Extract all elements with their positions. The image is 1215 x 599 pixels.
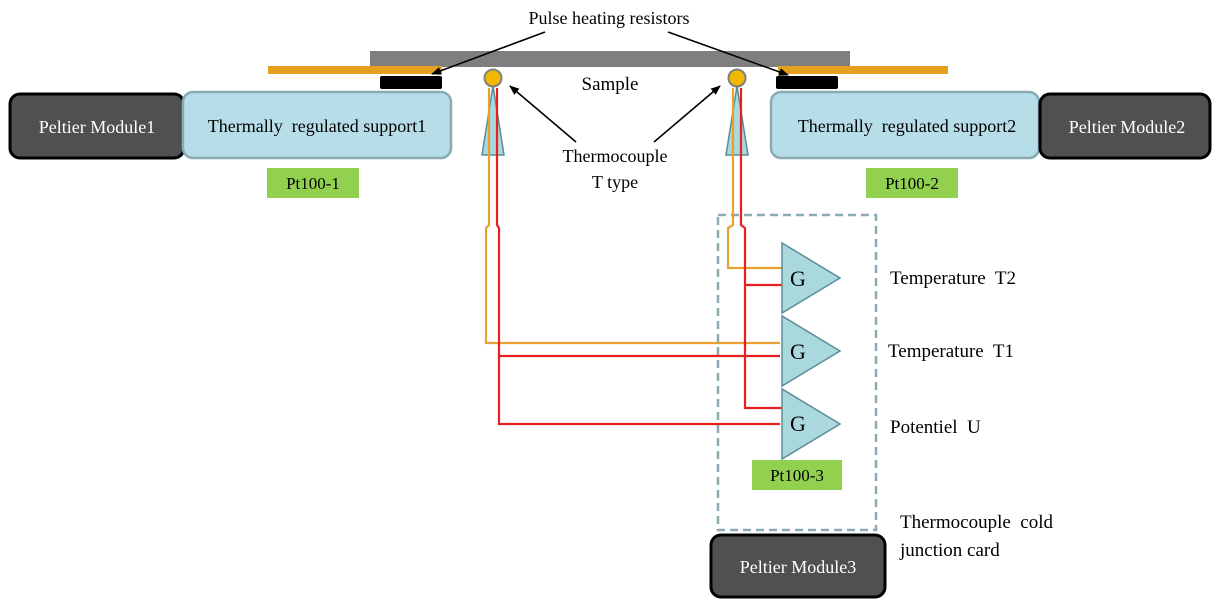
temperature-t2-label: Temperature T2 [890,268,1016,289]
pulse-heating-arrow-right [667,31,789,76]
wire-red-left [495,88,780,426]
thermocouple-label-line1: Thermocouple [563,146,668,166]
thermal-support-1-label: Thermally regulated support1 [208,116,426,136]
thermocouple-probe-right [725,85,749,156]
pt100-1-label: Pt100-1 [286,174,340,193]
pulse-heating-arrow-left [431,31,546,75]
cold-junction-label-line1: Thermocouple cold [900,512,1054,533]
amplifier-t2-symbol: G [790,266,806,291]
peltier-module-1-label: Peltier Module1 [39,117,155,137]
pt100-2-sensor [866,168,958,198]
thermal-support-2-label: Thermally regulated support2 [798,116,1016,136]
pt100-2-label: Pt100-2 [885,174,939,193]
thermocouple-label-line2: T type [592,172,638,192]
wire-red-right [739,88,782,410]
heater-strip-left [268,66,442,74]
cold-junction-label-line2: junction card [899,540,1000,561]
sample-bar [370,51,850,67]
thermocouple-junction-right [727,68,747,88]
pt100-3-label: Pt100-3 [770,466,824,485]
thermocouple-arrow-right [653,85,721,143]
peltier-module-2-label: Peltier Module2 [1069,117,1185,137]
amplifier-u [781,387,842,461]
sample-label: Sample [582,74,639,95]
pulse-heating-label: Pulse heating resistors [529,8,690,28]
cold-junction-box [716,213,878,532]
pt100-1-sensor [267,168,359,198]
peltier-module-3-label: Peltier Module3 [740,557,856,577]
amplifier-u-symbol: G [790,411,806,436]
pulse-resistor-left [380,76,442,89]
pt100-3-sensor [752,460,842,490]
thermal-support-1 [181,90,453,160]
thermocouple-arrow-left [509,85,577,143]
amplifier-t1 [781,314,842,388]
heater-strip-right [778,66,948,74]
wire-orange-left [484,88,780,345]
thermocouple-junction-left [483,68,503,88]
thermocouple-probe-left [481,85,505,156]
pulse-resistor-right [776,76,838,89]
amplifier-t1-symbol: G [790,339,806,364]
potentiel-u-label: Potentiel U [890,417,981,438]
temperature-t1-label: Temperature T1 [888,341,1014,362]
amplifier-t2 [781,241,842,315]
peltier-module-3 [709,533,887,599]
peltier-module-2 [1038,92,1212,160]
